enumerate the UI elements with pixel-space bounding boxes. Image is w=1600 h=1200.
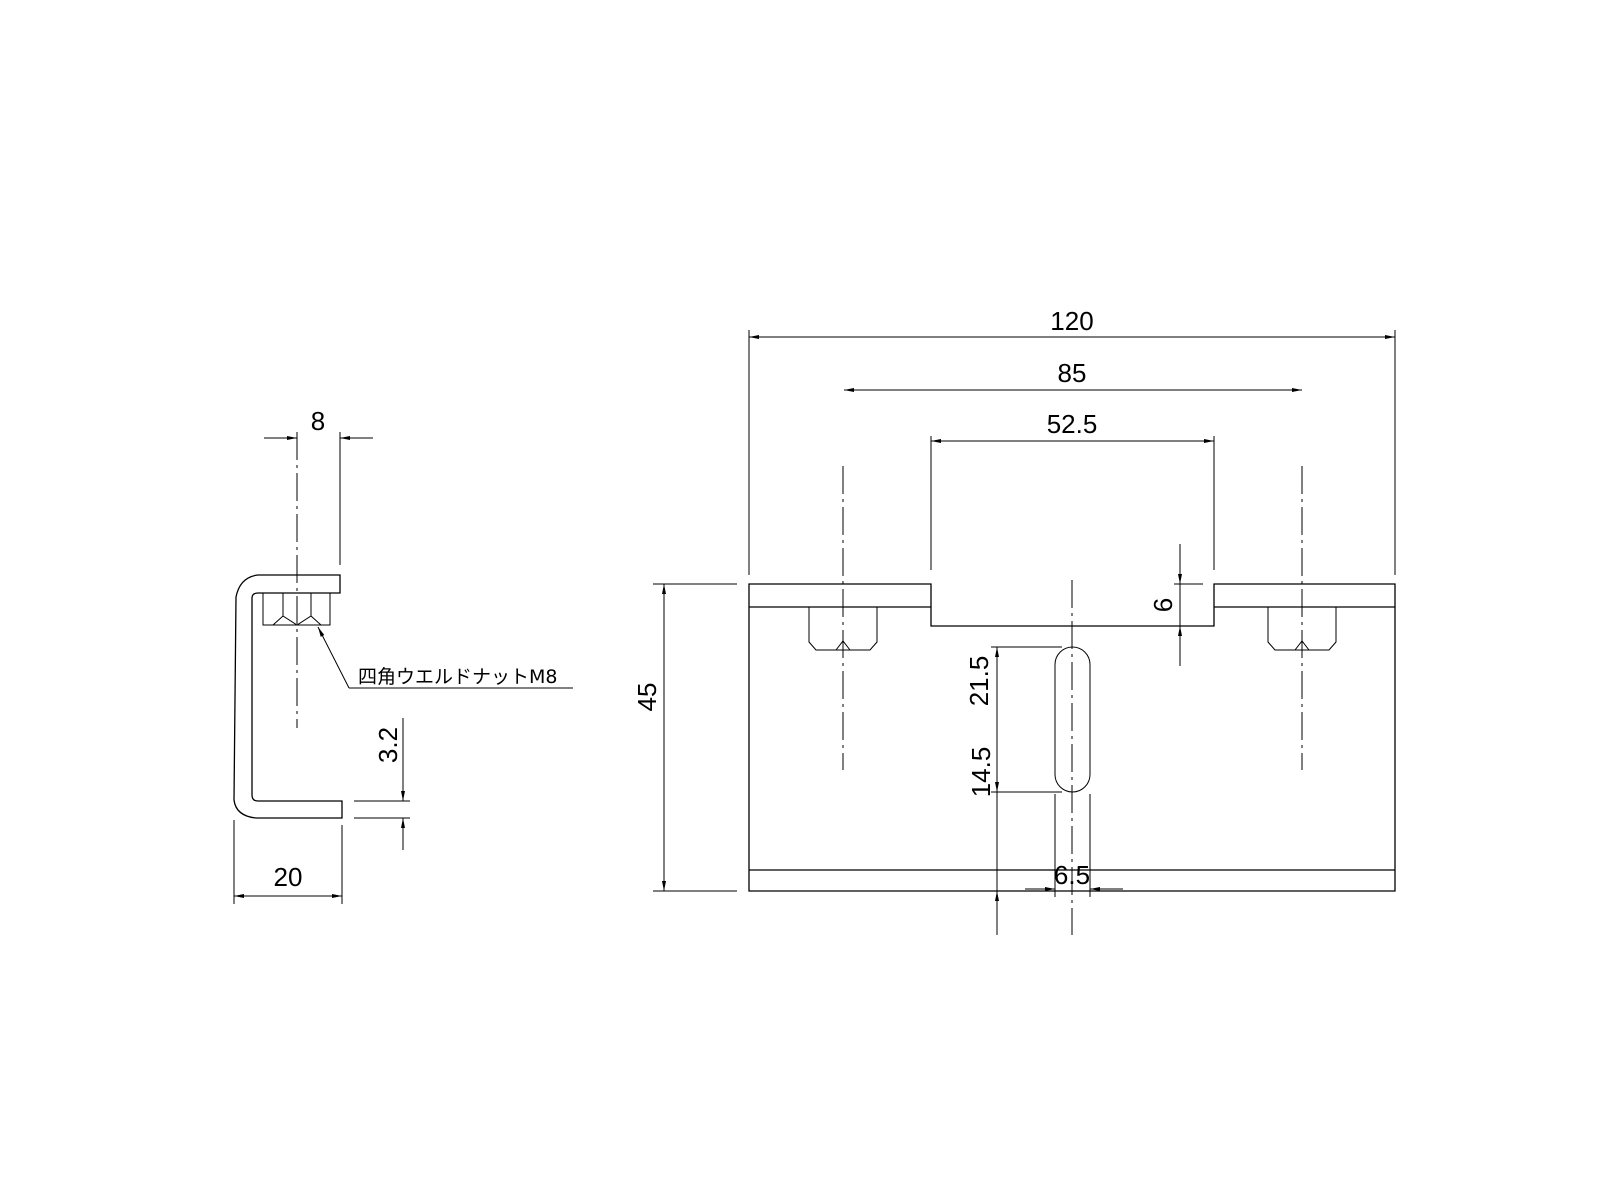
- bracket-profile: [233, 574, 343, 819]
- weld-nut-side: [262, 592, 331, 626]
- bracket-outline: [748, 583, 1396, 892]
- dim-21-5: 21.5: [964, 656, 994, 707]
- dim-6-5: 6.5: [1054, 860, 1090, 890]
- side-view: 8 四角ウエルドナットM8 3.2 20: [233, 406, 573, 904]
- dim-120: 120: [1050, 306, 1093, 336]
- dim-3-2: 3.2: [373, 727, 403, 763]
- dim-6: 6: [1148, 598, 1178, 612]
- front-view: 120 85 52.5 6 45 21.5 14.5 6.5: [632, 306, 1396, 935]
- dim-14-5: 14.5: [966, 747, 996, 798]
- dim-45: 45: [632, 683, 662, 712]
- weld-nut-note: 四角ウエルドナットM8: [358, 666, 557, 688]
- dim-20: 20: [274, 862, 303, 892]
- dim-85: 85: [1058, 358, 1087, 388]
- dim-8: 8: [311, 406, 325, 436]
- dim-52-5: 52.5: [1047, 409, 1098, 439]
